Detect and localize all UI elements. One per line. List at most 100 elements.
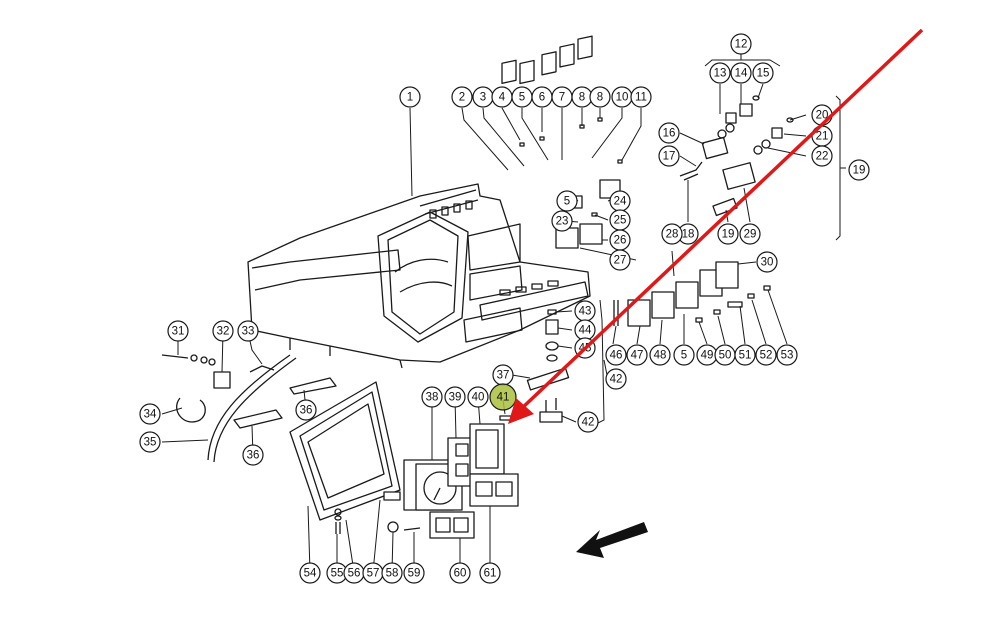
- callout-label: 5: [681, 350, 687, 362]
- callout-label: 43: [579, 306, 592, 318]
- callout-circle: [421, 386, 443, 408]
- callout-label: 12: [735, 39, 748, 51]
- callout-label: 50: [719, 350, 732, 362]
- callout-circle: [299, 562, 321, 584]
- callout-circle: [661, 223, 683, 245]
- callout-51: 51: [734, 344, 756, 366]
- callout-label: 30: [761, 257, 774, 269]
- callout-circle: [739, 223, 761, 245]
- callout-31: 31: [167, 320, 189, 342]
- callout-label: 32: [217, 326, 230, 338]
- callout-label: 17: [663, 151, 676, 163]
- callout-61: 61: [479, 562, 501, 584]
- callout-5: 5: [511, 86, 533, 108]
- callout-label: 61: [484, 568, 497, 580]
- callout-label: 60: [454, 568, 467, 580]
- callout-circle: [673, 344, 695, 366]
- callout-27: 27: [609, 249, 631, 271]
- bezel-frame: [289, 381, 401, 521]
- callout-label: 58: [386, 568, 399, 580]
- toggle-switch-assembly: [679, 54, 846, 241]
- callout-circle: [589, 86, 611, 108]
- callout-13: 13: [709, 62, 731, 84]
- callout-label: 27: [614, 255, 627, 267]
- callout-label: 56: [348, 568, 361, 580]
- callout-circle: [577, 411, 599, 433]
- callout-label: 59: [408, 568, 421, 580]
- callout-label: 15: [757, 68, 770, 80]
- fasteners: [334, 491, 421, 534]
- callout-circle: [730, 62, 752, 84]
- callout-label: 5: [519, 92, 525, 104]
- callout-circle: [237, 320, 259, 342]
- callout-label: 19: [853, 165, 866, 177]
- callout-32: 32: [212, 320, 234, 342]
- callout-60: 60: [449, 562, 471, 584]
- callout-label: 47: [631, 350, 644, 362]
- callout-35: 35: [139, 431, 161, 453]
- callout-circle: [755, 344, 777, 366]
- callout-20: 20: [811, 104, 833, 126]
- callout-34: 34: [139, 403, 161, 425]
- callout-36: 36: [295, 399, 317, 421]
- callout-49: 49: [696, 344, 718, 366]
- callout-circle: [444, 386, 466, 408]
- callout-label: 6: [539, 92, 545, 104]
- callout-43: 43: [574, 300, 596, 322]
- callout-19: 19: [717, 223, 739, 245]
- callout-12: 12: [730, 33, 752, 55]
- callout-label: 5: [564, 196, 570, 208]
- callout-label: 51: [739, 350, 752, 362]
- callout-58: 58: [381, 562, 403, 584]
- callout-38: 38: [421, 386, 443, 408]
- callout-circle: [399, 86, 421, 108]
- callout-circle: [381, 562, 403, 584]
- callout-54: 54: [299, 562, 321, 584]
- callout-circle: [649, 344, 671, 366]
- callout-3: 3: [472, 86, 494, 108]
- callout-16: 16: [658, 122, 680, 144]
- callout-18: 18: [677, 223, 699, 245]
- callout-label: 44: [579, 325, 592, 337]
- callout-label: 48: [654, 350, 667, 362]
- callout-8: 8: [571, 86, 593, 108]
- callout-23: 23: [551, 210, 573, 232]
- callout-57: 57: [362, 562, 384, 584]
- switch-row-top: [501, 35, 623, 164]
- callout-29: 29: [739, 223, 761, 245]
- callout-label: 25: [614, 215, 627, 227]
- callout-label: 55: [331, 568, 344, 580]
- callout-circle: [630, 86, 652, 108]
- callout-circle: [605, 368, 627, 390]
- callout-label: 21: [816, 131, 829, 143]
- callout-41: 41: [489, 383, 517, 411]
- callout-label: 29: [744, 229, 757, 241]
- callout-circle: [242, 444, 264, 466]
- callout-50: 50: [714, 344, 736, 366]
- callout-26: 26: [609, 229, 631, 251]
- callout-8: 8: [589, 86, 611, 108]
- callout-5: 5: [556, 190, 578, 212]
- callout-label: 35: [144, 437, 157, 449]
- callout-label: 33: [242, 326, 255, 338]
- callout-label: 24: [614, 196, 627, 208]
- callout-label: 11: [635, 92, 647, 104]
- rocker-row-right: [613, 261, 771, 327]
- callout-2: 2: [451, 86, 473, 108]
- callout-label: 38: [426, 392, 439, 404]
- callout-label: 20: [816, 110, 829, 122]
- callout-label: 22: [816, 151, 829, 163]
- callout-53: 53: [776, 344, 798, 366]
- callout-circle: [556, 190, 578, 212]
- callout-label: 28: [666, 229, 679, 241]
- connector-stack: [526, 299, 609, 425]
- callout-circle: [212, 320, 234, 342]
- wiring-harness: [161, 354, 337, 463]
- callout-52: 52: [755, 344, 777, 366]
- callout-14: 14: [730, 62, 752, 84]
- callout-55: 55: [326, 562, 348, 584]
- console-housing: [247, 183, 591, 369]
- callout-circle: [605, 344, 627, 366]
